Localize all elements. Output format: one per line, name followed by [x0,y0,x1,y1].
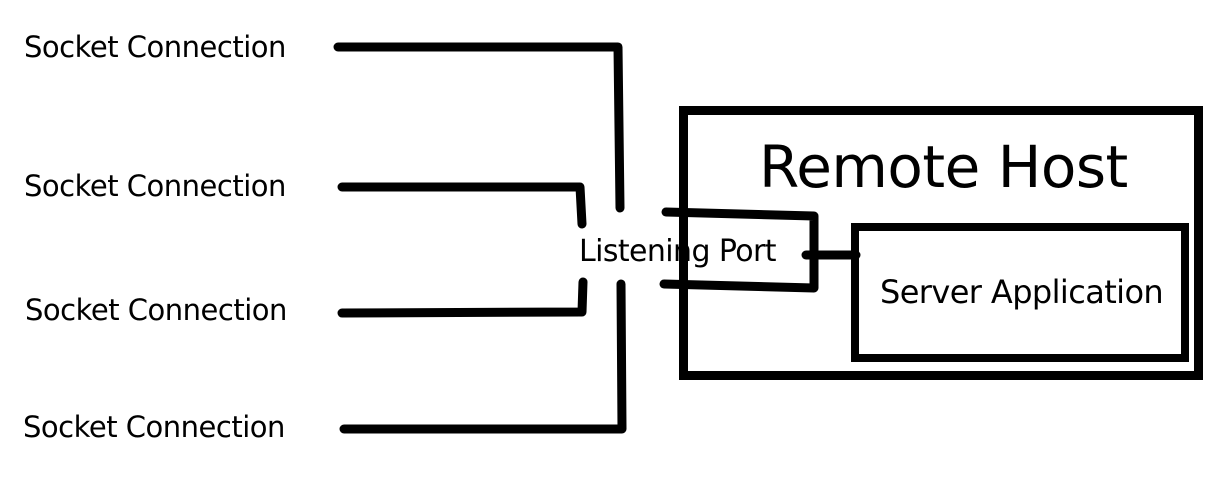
connection-line-3 [337,277,588,318]
socket-connection-label-1: Socket Connection [24,30,286,64]
socket-connection-label-2: Socket Connection [24,169,286,203]
socket-connection-label-4: Socket Connection [23,410,285,444]
remote-host-box [679,106,1203,380]
connection-line-1 [333,42,625,213]
remote-host-title: Remote Host [759,133,1128,201]
listening-port-label: Listening Port [579,234,777,269]
connection-line-2 [337,182,587,229]
server-application-box [851,223,1189,362]
socket-connection-label-3: Socket Connection [25,293,287,327]
connection-line-4 [339,279,627,434]
server-application-label: Server Application [880,273,1164,311]
